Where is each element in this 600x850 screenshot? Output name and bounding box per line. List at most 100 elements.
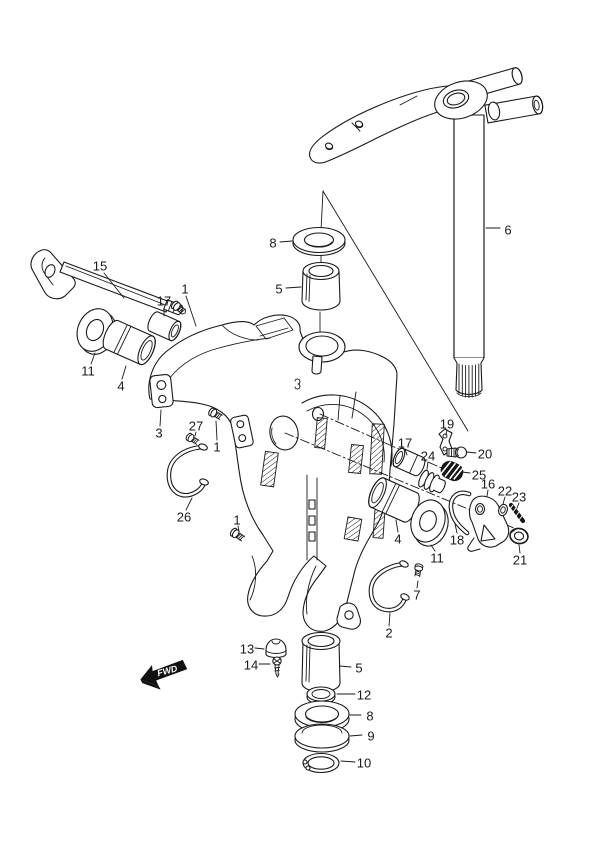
callout-5a: 5 [275,282,282,297]
bushing-17-right [392,447,426,477]
callout-4a: 4 [117,379,124,394]
bushing-17-left [147,311,182,342]
callout-leader-9 [349,734,363,737]
callout-leader-26 [185,497,193,511]
callout-leader-4a [121,365,127,380]
callout-leader-19 [445,429,448,436]
swivel-shaft [453,114,485,398]
u-wire-26 [166,443,209,498]
callout-23: 23 [512,490,526,505]
callout-7: 7 [413,588,420,603]
callout-18: 18 [450,533,464,548]
callout-17b: 17 [398,436,412,451]
callout-leader-1b [215,420,218,441]
u-bolt-2 [368,560,410,613]
bushing-4-left [102,319,156,366]
swivel-bracket-body [148,314,398,632]
callout-1a: 1 [181,282,188,297]
arm-rivet-hole [354,120,364,129]
callout-8a: 8 [269,236,276,251]
cap-13 [265,638,287,659]
steering-arm [309,67,544,164]
callout-22: 22 [498,484,512,499]
callout-12: 12 [357,688,371,703]
snap-ring-10 [302,752,340,774]
callout-15: 15 [93,259,107,274]
callout-20: 20 [478,447,492,462]
link-18 [448,490,472,536]
callout-leader-23 [516,502,520,509]
callout-16: 16 [481,477,495,492]
callout-leader-16 [486,489,489,497]
callout-leader-17b [404,448,408,456]
callout-leader-24 [426,461,429,470]
callout-leader-11a [90,352,96,365]
callout-2: 2 [385,626,392,641]
callout-leader-10 [340,760,356,763]
callout-19: 19 [440,417,454,432]
callout-11b: 11 [430,551,444,566]
guide-line-diagonal-to-spline [322,190,469,432]
callout-leader-8a [279,240,293,243]
callout-14: 14 [244,658,258,673]
damper-rings-24 [418,469,446,494]
callout-leader-7 [416,580,419,589]
callout-27: 27 [189,419,203,434]
callout-leader-5b [339,665,352,668]
callout-6: 6 [504,223,511,238]
washer-11-right [410,499,449,547]
bolt-1-mid [208,407,223,420]
callout-4b: 4 [394,532,401,547]
callout-leader-21 [518,544,521,554]
callout-leader-25 [461,471,471,474]
callout-3: 3 [155,426,162,441]
callout-leader-11b [430,544,436,552]
callout-leader-27 [194,431,197,437]
mount-pads [260,417,386,542]
callout-25: 25 [472,468,486,483]
bracket-3 [149,373,174,409]
guide-line-center-vert-1 [320,190,324,232]
bushing-5-top [301,261,341,311]
callout-leader-3 [159,409,162,427]
washer-22 [498,503,508,517]
arm-collar [487,101,501,121]
arm-hub [434,80,488,120]
spline-teeth [458,363,480,398]
callout-leader-13 [254,647,265,650]
callout-11a: 11 [81,364,95,379]
callout-5b: 5 [355,661,362,676]
callout-24: 24 [421,449,435,464]
nut-21 [509,527,529,545]
callout-26: 26 [177,510,191,525]
bushing-5-bottom [301,631,341,693]
ring-12 [306,686,336,705]
arm-rivet-hole [324,142,334,151]
callout-8b: 8 [366,709,373,724]
screw-27 [185,432,200,445]
bolt-1-lower [229,527,246,542]
screw-7 [414,563,424,578]
callout-leader-5a [285,286,302,289]
callout-1c: 1 [233,513,240,528]
mount-tab [230,414,254,449]
spring-25 [440,460,465,482]
fwd-marker: FWD [140,659,188,690]
callout-leader-20 [466,451,477,454]
callout-17a: 17 [157,294,171,309]
screw-14 [272,656,282,678]
screw-20 [446,446,468,459]
callout-leader-1a [185,295,197,327]
callout-leader-18 [454,523,458,534]
bolt-1-left [170,300,186,315]
washer-8-top [292,226,346,257]
callout-13: 13 [240,642,254,657]
callout-leader-4b [395,519,399,533]
callout-9: 9 [367,729,374,744]
callout-leader-15 [103,272,125,299]
callout-10: 10 [357,756,371,771]
callout-1b: 1 [213,440,220,455]
callout-21: 21 [513,553,527,568]
stud-23 [508,502,526,524]
